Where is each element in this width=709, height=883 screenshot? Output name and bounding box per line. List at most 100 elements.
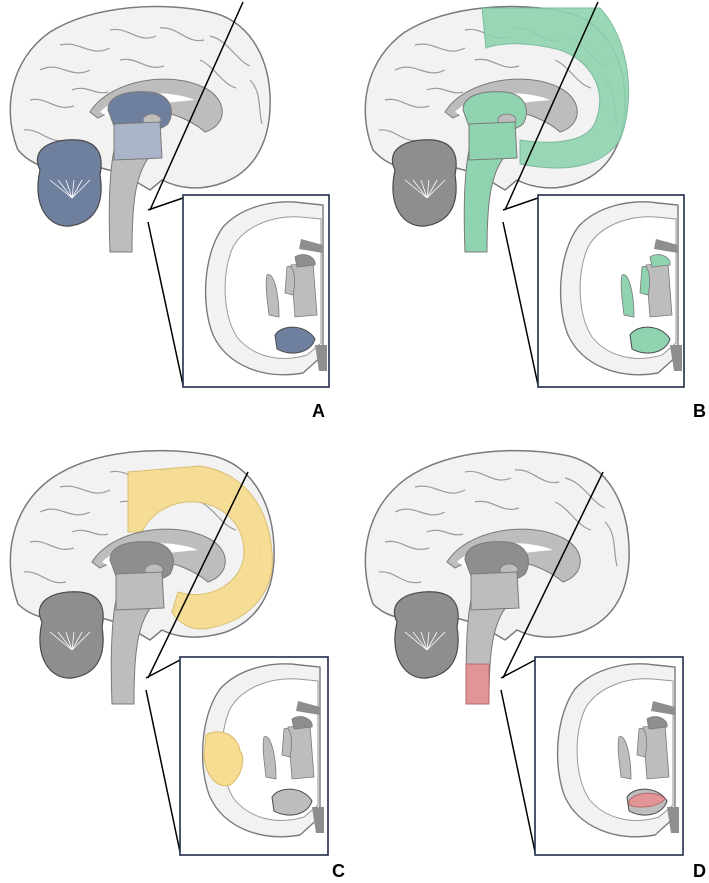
panel-c-midbrain	[115, 571, 165, 611]
panel-b-cerebellum-folia	[404, 179, 428, 199]
panel-b-cerebellum-folia	[412, 179, 428, 199]
panel-a-connector-upper	[147, 197, 184, 211]
panel-c-cerebellum-folia	[49, 631, 73, 651]
panel-d-medulla-highlight	[465, 663, 490, 705]
panel-c-cerebellum-folia	[71, 631, 91, 651]
panel-b-connector-lower	[502, 221, 539, 386]
panel-b-coronal-brainstem	[670, 345, 682, 371]
panel-a-gyrus-line	[199, 59, 237, 89]
panel-a-midbrain	[113, 121, 163, 161]
panel-c-coronal-lateral-ventricle	[296, 701, 320, 715]
panel-d-gyrus-line	[384, 540, 430, 550]
panel-c-figure	[9, 449, 329, 856]
panel-c-gyrus-line	[199, 501, 237, 531]
panel-a-gyrus-line	[29, 98, 75, 108]
panel-a-coronal-brainstem	[315, 345, 327, 371]
panel-a-gyrus-line	[39, 66, 91, 74]
panel-b-coronal-caudate	[649, 254, 671, 268]
panel-d-cerebellum-folia	[426, 631, 430, 651]
panel-a-cut-line	[149, 1, 244, 211]
panel-b-gyrus-line	[474, 58, 520, 68]
panel-b-coronal-lateral-ventricle	[654, 239, 678, 253]
panel-d-label: D	[693, 861, 706, 881]
panel-a-coronal-caudate	[294, 254, 316, 268]
panel-b-coronal-globus-pallidus	[639, 265, 650, 296]
panel-d-gyrus-line	[474, 500, 520, 510]
panel-c-brainstem	[110, 599, 153, 705]
panel-d-gyrus-line	[564, 477, 606, 509]
panel-b-coronal-putamen	[620, 274, 635, 318]
panel-b-connector-upper	[502, 197, 539, 211]
panel-b-gyrus-line	[426, 87, 464, 94]
panel-d-coronal-putamen	[617, 736, 632, 780]
panel-b-brainstem	[463, 149, 506, 253]
panel-b-coronal-thalamus	[645, 262, 673, 318]
panel-c-coronal-insula	[203, 731, 244, 787]
panel-b-gyrus-line	[554, 59, 592, 89]
panel-a-coronal-globus-pallidus	[284, 265, 295, 296]
panel-c-cerebellum-folia	[71, 631, 83, 651]
panel-c-gyrus-line	[59, 485, 111, 494]
panel-c-cortex-highlight	[127, 465, 273, 630]
panel-d-gyrus-line	[514, 469, 560, 484]
panel-d-coronal-amygdala	[628, 792, 666, 808]
panel-a-figure	[9, 1, 330, 388]
panel-a-brainstem	[108, 149, 151, 253]
panel-c-coronal-brainstem	[312, 807, 324, 833]
panel-a-cerebellum-folia	[71, 179, 83, 199]
panel-d-cerebellum-folia	[412, 631, 428, 651]
panel-a-cerebellum-folia	[49, 179, 73, 199]
panel-b-label: B	[693, 401, 706, 421]
panel-d-cerebellum-folia	[426, 631, 446, 651]
panel-a-gyrus-line	[249, 79, 263, 125]
panel-c-coronal-thalamus	[287, 724, 315, 780]
panel-a-coronal-thalamus	[290, 262, 318, 318]
panel-d-gyrus-line	[394, 508, 446, 516]
panel-c-gyrus-line	[29, 540, 75, 550]
panel-a-label: A	[312, 401, 325, 421]
panel-d-gyrus-line	[554, 501, 592, 531]
panel-a-gyrus-line	[109, 28, 157, 39]
panel-d-coronal-thalamus	[642, 724, 670, 780]
panel-b-figure	[364, 1, 685, 388]
panel-b-cerebellum	[391, 139, 457, 227]
panel-c-cerebellum-folia	[71, 631, 75, 651]
panel-c-gyrus-line	[71, 529, 109, 536]
panel-b-cut-line	[504, 1, 599, 211]
panel-d-figure	[364, 449, 684, 856]
panel-d-cerebellum-folia	[404, 631, 428, 651]
panel-d-coronal-lateral-ventricle	[651, 701, 675, 715]
panel-d-cerebellum	[393, 591, 459, 679]
panel-b: B	[355, 0, 709, 441]
panel-c-cerebellum-folia	[65, 631, 73, 651]
panel-d-cut-line	[502, 471, 604, 679]
panel-a-gyrus-line	[209, 35, 251, 67]
panel-b-cerebellum-folia	[426, 179, 438, 199]
panel-c-coronal-putamen	[262, 736, 277, 780]
panel-b-gyrus-line	[394, 66, 446, 74]
panel-b-frontal-cortex-highlight	[481, 7, 630, 169]
panel-a-cerebellum-folia	[71, 179, 91, 199]
panel-d-cerebellum-folia	[426, 631, 438, 651]
panel-d-coronal-brainstem	[667, 807, 679, 833]
panel-c-coronal-hippocampus	[271, 788, 313, 816]
panel-d-gyrus-line	[426, 529, 464, 536]
panel-c-label: C	[332, 861, 345, 881]
panel-c: C	[0, 442, 354, 883]
panel-a-gyrus-line	[119, 58, 165, 68]
panel-b-cerebellum-folia	[420, 179, 428, 199]
panel-a-coronal-lateral-ventricle	[299, 239, 323, 253]
panel-c-cerebellum	[38, 591, 104, 679]
panel-d-cerebellum-folia	[420, 631, 428, 651]
panel-b-gyrus-line	[384, 98, 430, 108]
panel-d-gyrus-line	[604, 521, 618, 567]
panel-d-gyrus-line	[378, 571, 422, 584]
panel-c-connector-lower	[145, 689, 181, 853]
panel-a-cerebellum-folia	[65, 179, 73, 199]
panel-a-connector-lower	[147, 221, 184, 386]
panel-b-coronal-hippocampus	[629, 326, 671, 354]
panel-c-gyrus-line	[39, 508, 91, 516]
panel-d-coronal-caudate	[646, 716, 668, 730]
panel-a-coronal-hippocampus	[274, 326, 316, 354]
panel-a-cerebellum-folia	[71, 179, 75, 199]
